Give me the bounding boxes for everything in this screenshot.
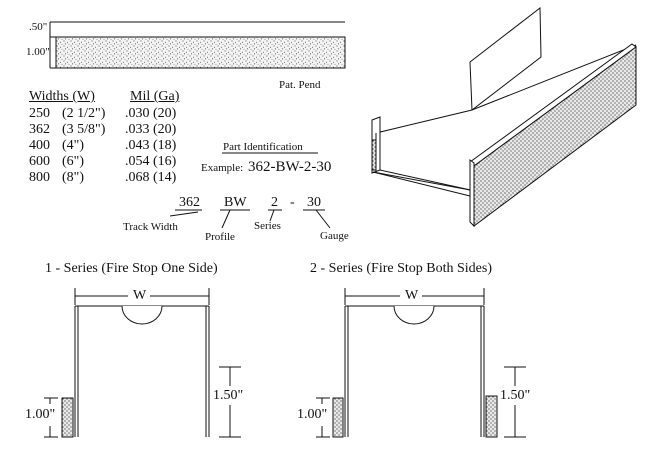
series1-dim-strip: 1.00" <box>25 407 56 422</box>
table-row-mil: .068 (14) <box>125 170 177 185</box>
label-track-width: Track Width <box>123 221 178 233</box>
part-id-heading: Part Identification <box>223 141 303 153</box>
series2-drawing <box>316 288 526 438</box>
strip-stippled-band <box>55 36 346 69</box>
table-row-inch: (2 1/2") <box>62 106 106 121</box>
strip-dim-top: .50" <box>29 21 48 33</box>
seg-gauge: 30 <box>307 195 321 210</box>
table-header-mil: Mil (Ga) <box>130 89 180 104</box>
table-row-mil: .043 (18) <box>125 138 177 153</box>
example-label: Example: <box>201 162 244 174</box>
series1-firestop <box>61 397 74 438</box>
track-isometric <box>371 6 637 228</box>
series2-title: 2 - Series (Fire Stop Both Sides) <box>310 261 492 276</box>
seg-profile: BW <box>224 195 247 210</box>
table-header-widths: Widths (W) <box>29 89 95 104</box>
series1-w-label: W <box>133 288 147 303</box>
example-code: 362-BW-2-30 <box>248 159 332 175</box>
label-profile: Profile <box>205 231 235 243</box>
table-row-width: 600 <box>29 154 50 169</box>
pat-pend-label: Pat. Pend <box>279 79 321 91</box>
table-row-width: 250 <box>29 106 50 121</box>
table-row-inch: (4") <box>62 138 85 153</box>
series2-dim-strip: 1.00" <box>297 407 328 422</box>
left-firestop-edge <box>371 139 377 171</box>
seg-dash: - <box>290 195 295 210</box>
strip-section <box>49 21 346 69</box>
table-row-width: 400 <box>29 138 50 153</box>
series1-title: 1 - Series (Fire Stop One Side) <box>45 261 218 276</box>
table-row-inch: (3 5/8") <box>62 122 106 137</box>
strip-dim-bottom: 1.00" <box>26 46 50 58</box>
series2-firestop-right <box>485 395 498 438</box>
table-row-width: 362 <box>29 122 50 137</box>
part-id-leaders <box>169 152 331 229</box>
table-row-mil: .030 (20) <box>125 106 177 121</box>
seg-width: 362 <box>179 195 200 210</box>
series2-dim-leg: 1.50" <box>500 388 531 403</box>
table-row-inch: (6") <box>62 154 85 169</box>
label-gauge: Gauge <box>320 230 349 242</box>
seg-series: 2 <box>271 195 278 210</box>
series1-dim-leg: 1.50" <box>213 388 244 403</box>
series1-drawing <box>44 288 241 438</box>
table-row-mil: .033 (20) <box>125 122 177 137</box>
series2-w-label: W <box>405 288 419 303</box>
table-row-width: 800 <box>29 170 50 185</box>
table-row-inch: (8") <box>62 170 85 185</box>
label-series: Series <box>254 220 281 232</box>
series2-firestop-left <box>332 397 344 438</box>
table-row-mil: .054 (16) <box>125 154 177 169</box>
back-wall <box>469 6 542 111</box>
